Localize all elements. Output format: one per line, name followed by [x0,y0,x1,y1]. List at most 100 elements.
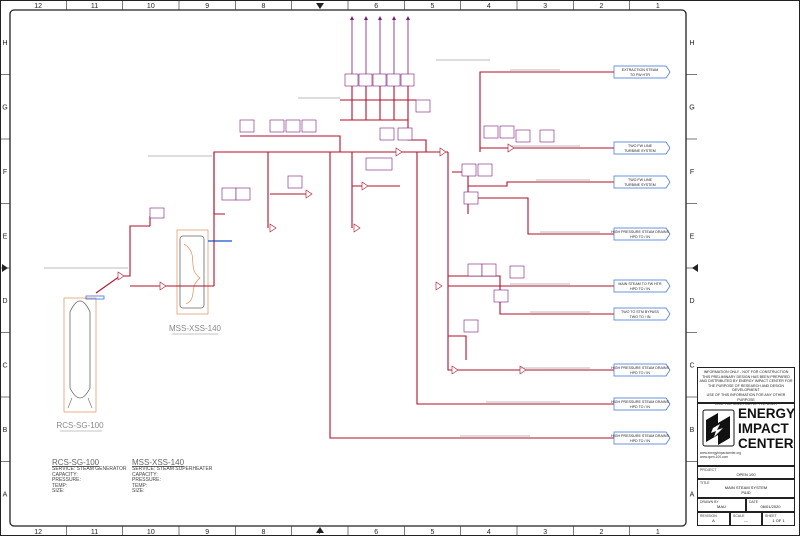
title-block-revision: REVISION A [697,512,730,526]
destination-line-2: TURBINE SYSTEM [624,183,656,187]
column-label: 2 [600,529,604,536]
column-label: 4 [487,529,491,536]
column-label: 4 [487,3,491,10]
column-label: 8 [262,3,266,10]
logo-site: www.energyimpactcenter.org [700,451,741,455]
destination-line-1: TWO TO STM BYPASS [621,310,660,314]
vent-risers [351,18,409,74]
row-label: E [690,233,695,240]
title-block-date: DATE 06/01/2020 [746,498,795,512]
title-line-2: P&ID [741,490,751,495]
line-tags [44,59,600,437]
disclaimer-line: THIS PRELIMINARY DESIGN HAS BEEN PREPARE… [702,374,790,379]
row-label: A [690,491,695,498]
destination-line-2: TO FW HTR [630,73,650,77]
main-steam-piping [95,71,614,439]
legend-line: CAPACITY: [52,471,78,478]
project-value: OPEN 100 [736,472,756,477]
sheet-label: SHEET [765,514,777,518]
center-arrow-left [2,264,8,272]
title-label: TITLE [700,481,710,485]
energy-impact-logo-icon [702,409,735,447]
row-label: F [3,169,7,176]
destination-line-1: MAIN STEAM TO FW HTR [618,282,662,286]
sheet-value: 1 OF 1 [772,518,785,523]
row-label: F [690,169,694,176]
steam-superheater [176,229,232,315]
instrument-bubbles [149,73,555,333]
disclaimer-line: THE PURPOSE OF RESEARCH AND DESIGN DEVEL… [708,383,784,393]
column-label: 1 [656,3,660,10]
logo-block [697,403,795,466]
disclaimer-note: INFORMATION ONLY - NOT FOR CONSTRUCTION … [697,367,795,406]
title-line-1: MAIN STEAM SYSTEM [724,485,768,490]
column-label: 12 [34,529,42,536]
row-label: C [2,362,7,369]
row-label: D [689,298,694,305]
column-labels-bottom: 121110987654321 [34,529,660,536]
column-label: 9 [205,529,209,536]
destination-line-2: TURBINE SYSTEM [624,149,656,153]
legend-line: SERVICE: STEAM GENERATOR [52,466,127,472]
drawn-value: MAU [717,504,726,509]
row-label: B [3,427,8,434]
column-label: 11 [91,3,98,10]
column-labels-top: 121110987654321 [34,3,660,10]
column-label: 2 [600,3,604,10]
date-value: 06/01/2020 [760,504,781,509]
destination-line-1: HIGH PRESSURE STEAM DRAINS [611,230,669,234]
logo-site-2: www.open-100.com [700,455,728,459]
legend-generator: RCS-SG-100 SERVICE: STEAM GENERATOR CAPA… [52,458,126,495]
logo-line: CENTER [738,436,794,451]
steam-generator [63,295,105,413]
center-arrow-bottom [316,527,324,533]
row-label: G [689,104,694,111]
legend-line: TEMP: [52,482,68,489]
center-arrow-right [692,264,698,272]
destination-line-2: HPD TO / IN [630,439,650,443]
column-label: 3 [543,529,547,536]
destination-line-1: HIGH PRESSURE STEAM DRAINS [611,434,669,438]
disclaimer-line: AND DISTRIBUTED BY ENERGY IMPACT CENTER … [699,379,793,384]
row-label: D [2,298,7,305]
column-label: 6 [374,3,378,10]
drawn-label: DRAWN BY [700,500,719,504]
row-label: B [690,427,695,434]
title-block-drawn: DRAWN BY MAU [697,498,746,512]
vent-arrows [350,16,410,20]
scale-value: --- [744,518,748,523]
legend-line: SERVICE: STEAM SUPERHEATER [132,466,213,472]
destination-line-1: EXTRACTION STEAM [622,68,659,72]
revision-value: A [712,518,715,523]
column-label: 11 [91,529,98,536]
destination-line-2: HPD TO / IN [630,287,650,291]
destination-line-1: HIGH PRESSURE STEAM DRAINS [611,366,669,370]
row-label: C [689,362,694,369]
destination-line-2: TWO TO / IN [630,315,651,319]
disclaimer-line: IS AT THE SOLE RISK OF THE USER [715,402,777,407]
legend-generator-tag: RCS-SG-100 [52,458,100,467]
disclaimer-line: INFORMATION ONLY - NOT FOR CONSTRUCTION [703,370,789,374]
column-ticks [66,0,630,536]
scale-label: SCALE [733,514,745,518]
project-label: PROJECT [700,468,717,472]
column-label: 10 [147,529,155,536]
destination-line-2: HPD TO / IN [630,371,650,375]
column-label: 10 [147,3,155,10]
destination-line-2: HPD TO / IN [630,235,650,239]
legend-line: TEMP: [132,482,148,489]
legend-line: SIZE: [52,488,65,495]
destination-line-1: HIGH PRESSURE STEAM DRAINS [611,400,669,404]
column-label: 6 [374,529,378,536]
